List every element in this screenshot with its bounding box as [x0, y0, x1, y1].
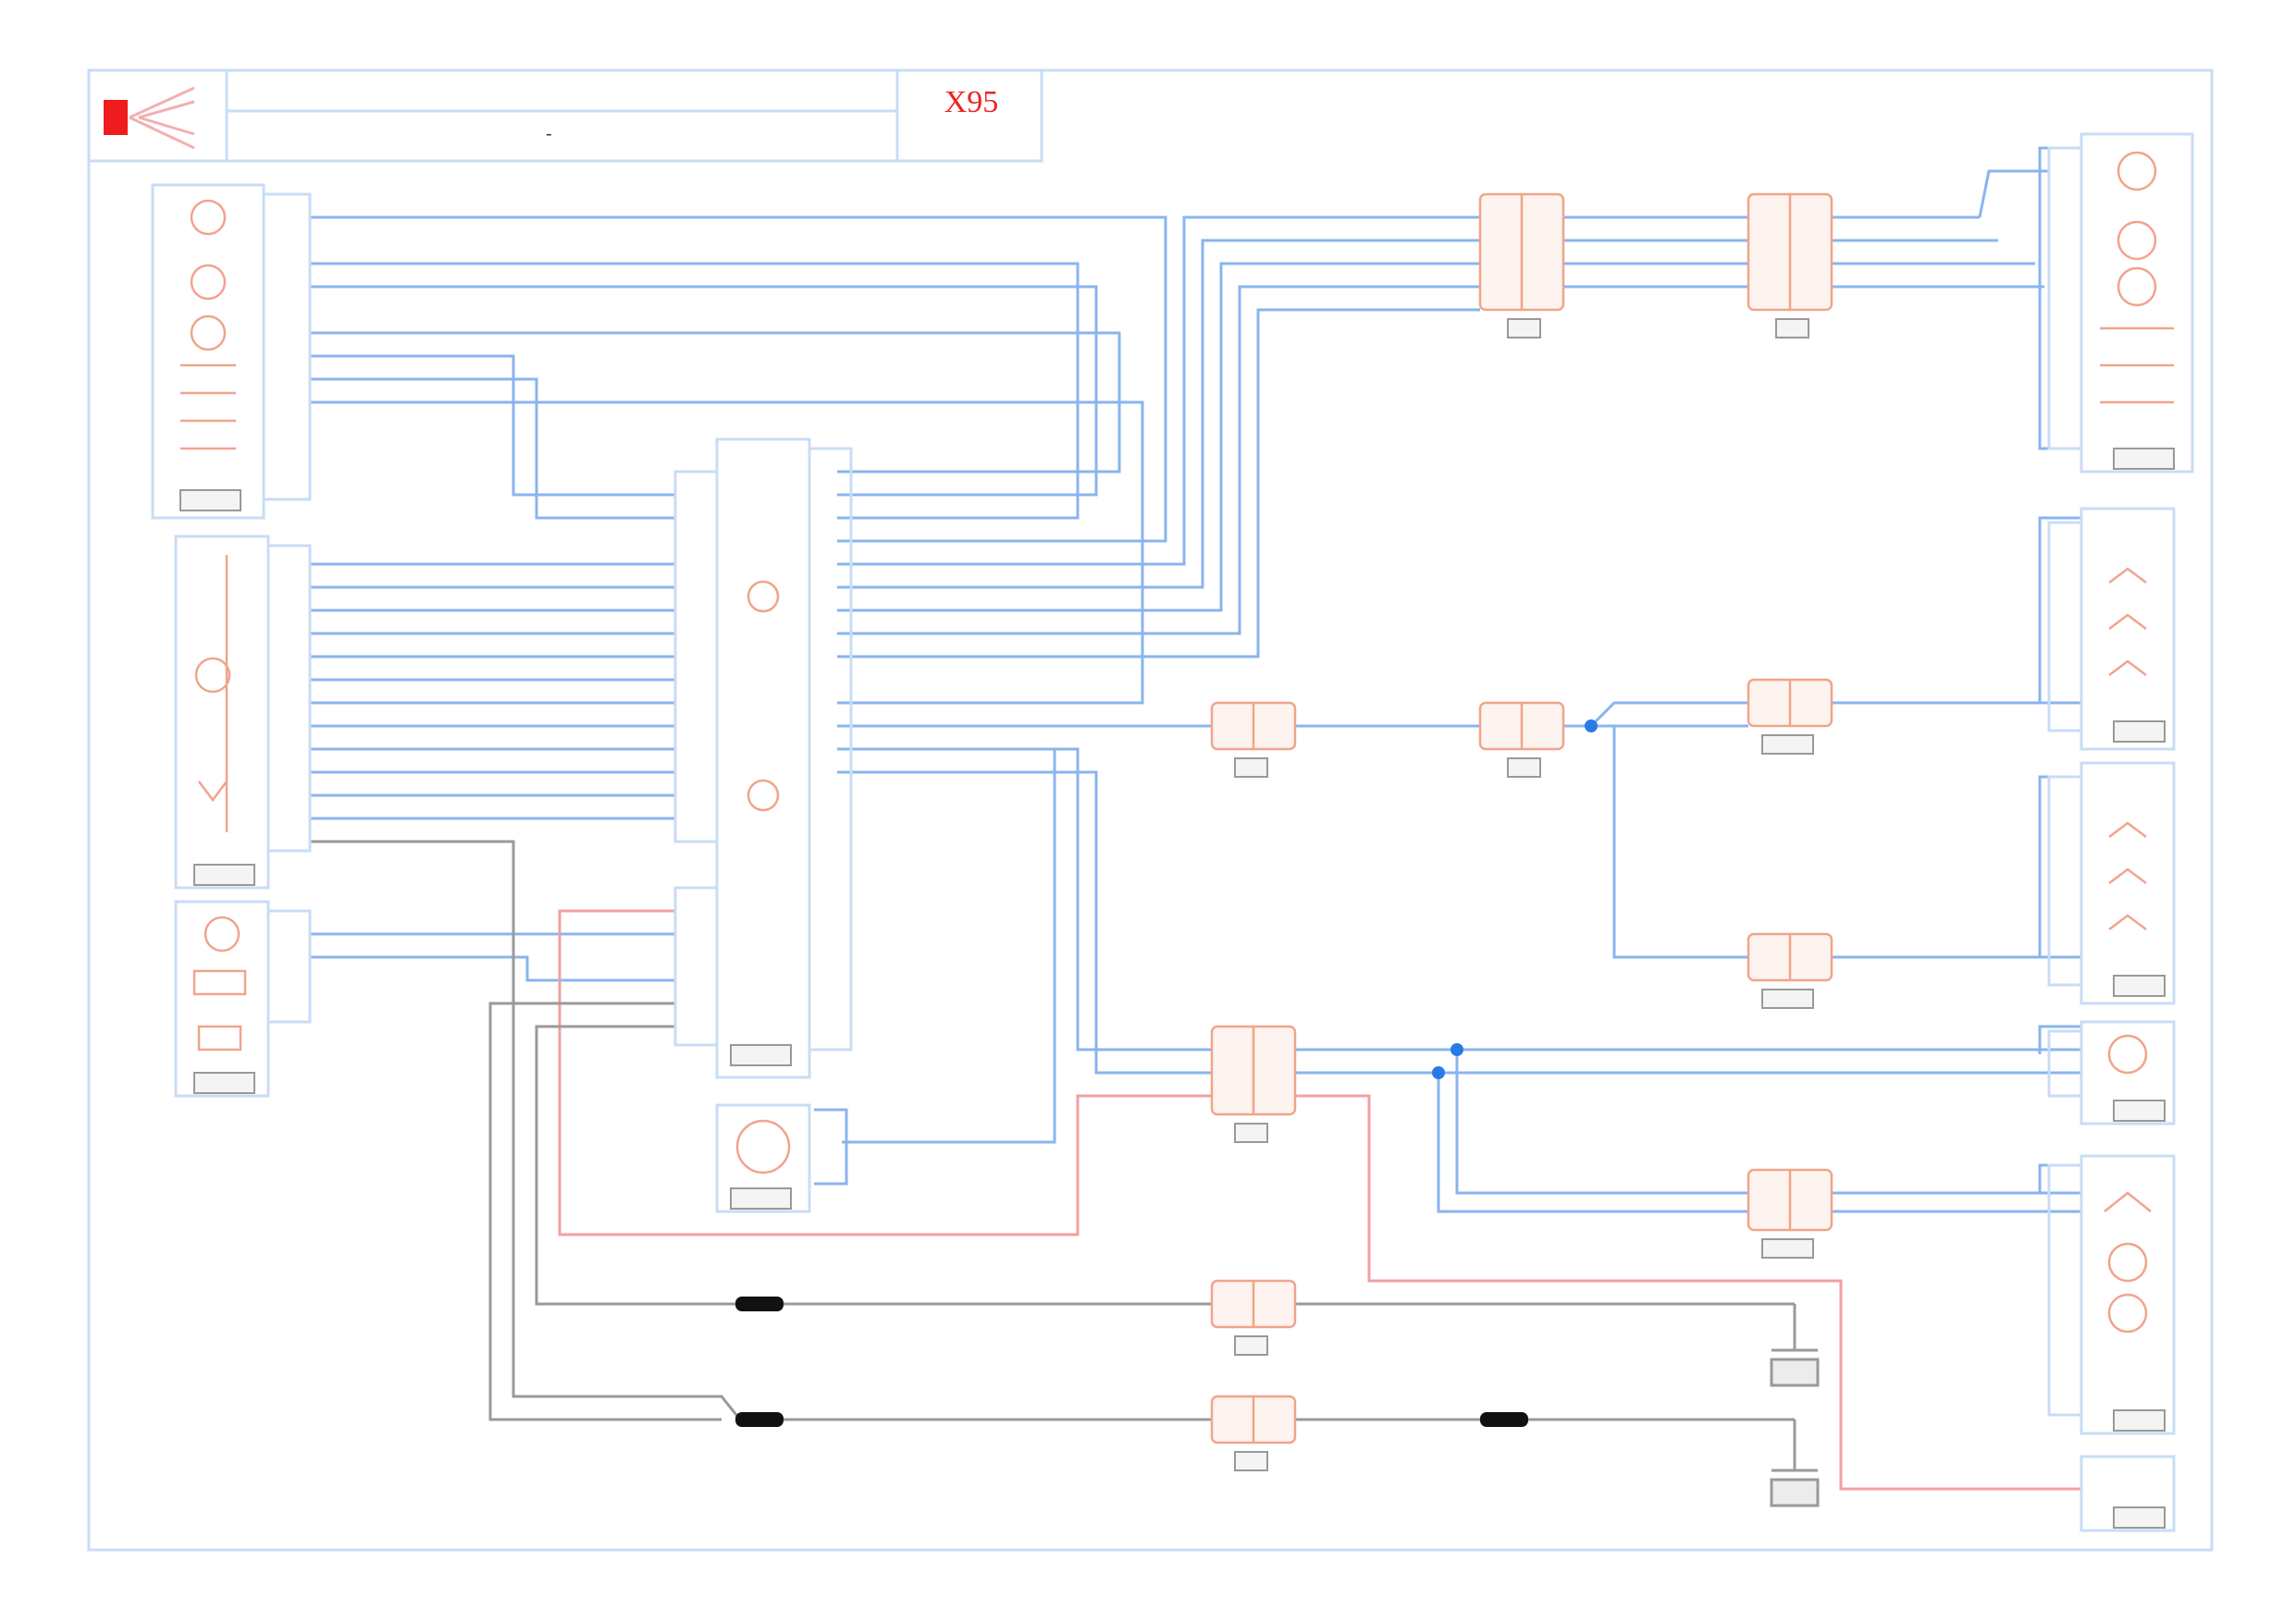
component-c5 — [715, 1103, 811, 1213]
ground-g2 — [1770, 1469, 1820, 1507]
ground-g1 — [1770, 1348, 1820, 1387]
sheet-frame — [87, 68, 2214, 1552]
grey-wires — [310, 840, 1796, 1470]
blue-wires — [310, 146, 2081, 1213]
component-c11 — [2080, 1455, 2176, 1532]
component-c8 — [2080, 761, 2176, 1005]
label-plates — [179, 318, 2175, 1529]
component-c7 — [2080, 507, 2176, 751]
component-c4 — [715, 437, 811, 1079]
component-symbols — [180, 151, 2174, 1334]
brand-logo — [104, 100, 128, 135]
title-block — [87, 68, 1043, 163]
grounds — [1770, 1348, 1820, 1507]
junction-nodes — [1432, 719, 1598, 1079]
red-wires — [558, 909, 2081, 1491]
component-c3 — [174, 900, 270, 1098]
title-dash: - — [546, 124, 552, 144]
component-c6 — [2080, 132, 2194, 473]
connectors — [1210, 192, 1833, 1445]
components — [151, 132, 2194, 1532]
splice-markers — [735, 1297, 1528, 1427]
component-c2 — [174, 535, 270, 890]
diagram-code: X95 — [944, 85, 999, 119]
